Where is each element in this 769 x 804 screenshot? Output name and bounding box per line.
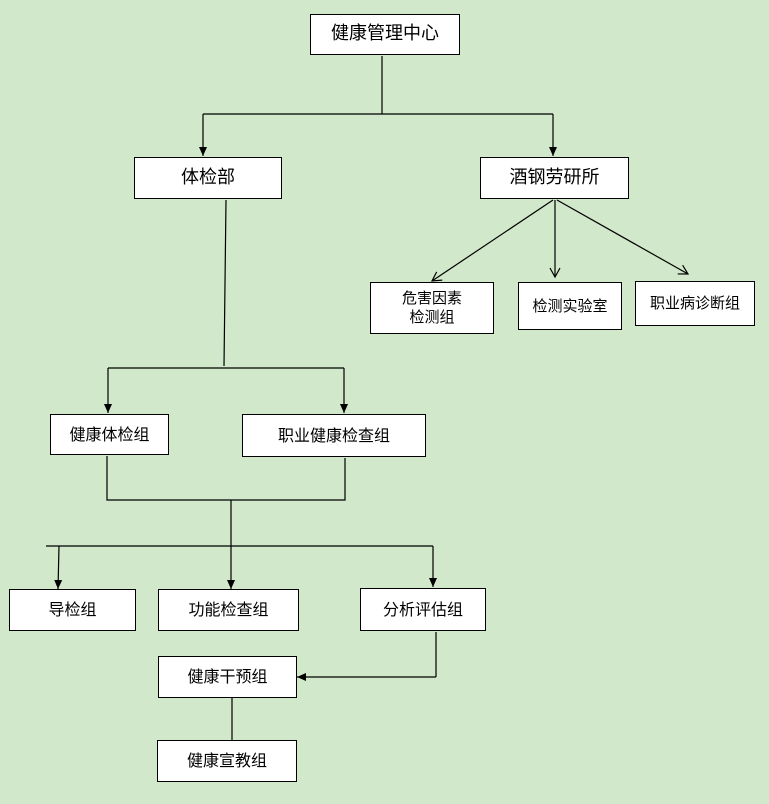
node-health-exam-group: 健康体检组 <box>50 414 169 455</box>
node-education-group: 健康宣教组 <box>157 740 297 782</box>
node-center: 健康管理中心 <box>310 14 460 55</box>
node-intervention-group: 健康干预组 <box>158 656 297 698</box>
node-occ-health-group: 职业健康检查组 <box>242 414 426 457</box>
arrow-to-hazard-group <box>430 199 554 282</box>
arrow-to-guide-group <box>54 545 63 590</box>
node-exam-dept: 体检部 <box>134 157 282 199</box>
node-lab: 检测实验室 <box>518 282 622 330</box>
node-hazard-group: 危害因素 检测组 <box>370 282 494 334</box>
connector-exam-stem <box>223 199 227 367</box>
arrow-to-occ-disease-group <box>556 199 690 275</box>
node-analysis-group: 分析评估组 <box>360 588 486 631</box>
node-institute: 酒钢劳研所 <box>480 157 629 199</box>
connector-merge <box>106 456 346 501</box>
node-occ-disease-group: 职业病诊断组 <box>635 281 755 326</box>
node-function-group: 功能检查组 <box>158 589 299 631</box>
node-guide-group: 导检组 <box>9 589 136 631</box>
